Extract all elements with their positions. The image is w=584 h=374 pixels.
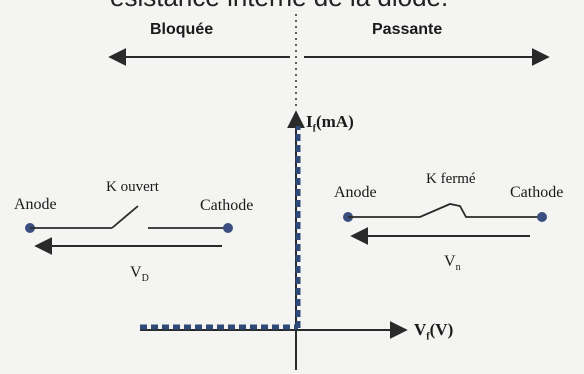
on-cathode-terminal [537,212,547,222]
on-cathode-label: Cathode [510,184,564,201]
off-switch-label: K ouvert [106,179,159,195]
off-cathode-terminal [223,223,233,233]
off-cathode-label: Cathode [200,197,254,214]
region-blocked-label: Bloquée [150,21,214,38]
on-closed-switch [348,203,542,218]
x-axis-label: Vf(V) [414,320,454,343]
off-voltage-label: VD [130,264,149,285]
region-passing-label: Passante [372,21,443,38]
on-voltage-label: Vn [444,253,461,274]
on-anode-label: Anode [334,184,377,201]
on-switch-label: K fermé [426,171,476,187]
off-switch-blade [111,205,139,229]
y-axis-label: If(mA) [306,112,354,135]
off-anode-label: Anode [14,196,57,213]
heading-text: ésistance interne de la diode. [110,0,448,13]
